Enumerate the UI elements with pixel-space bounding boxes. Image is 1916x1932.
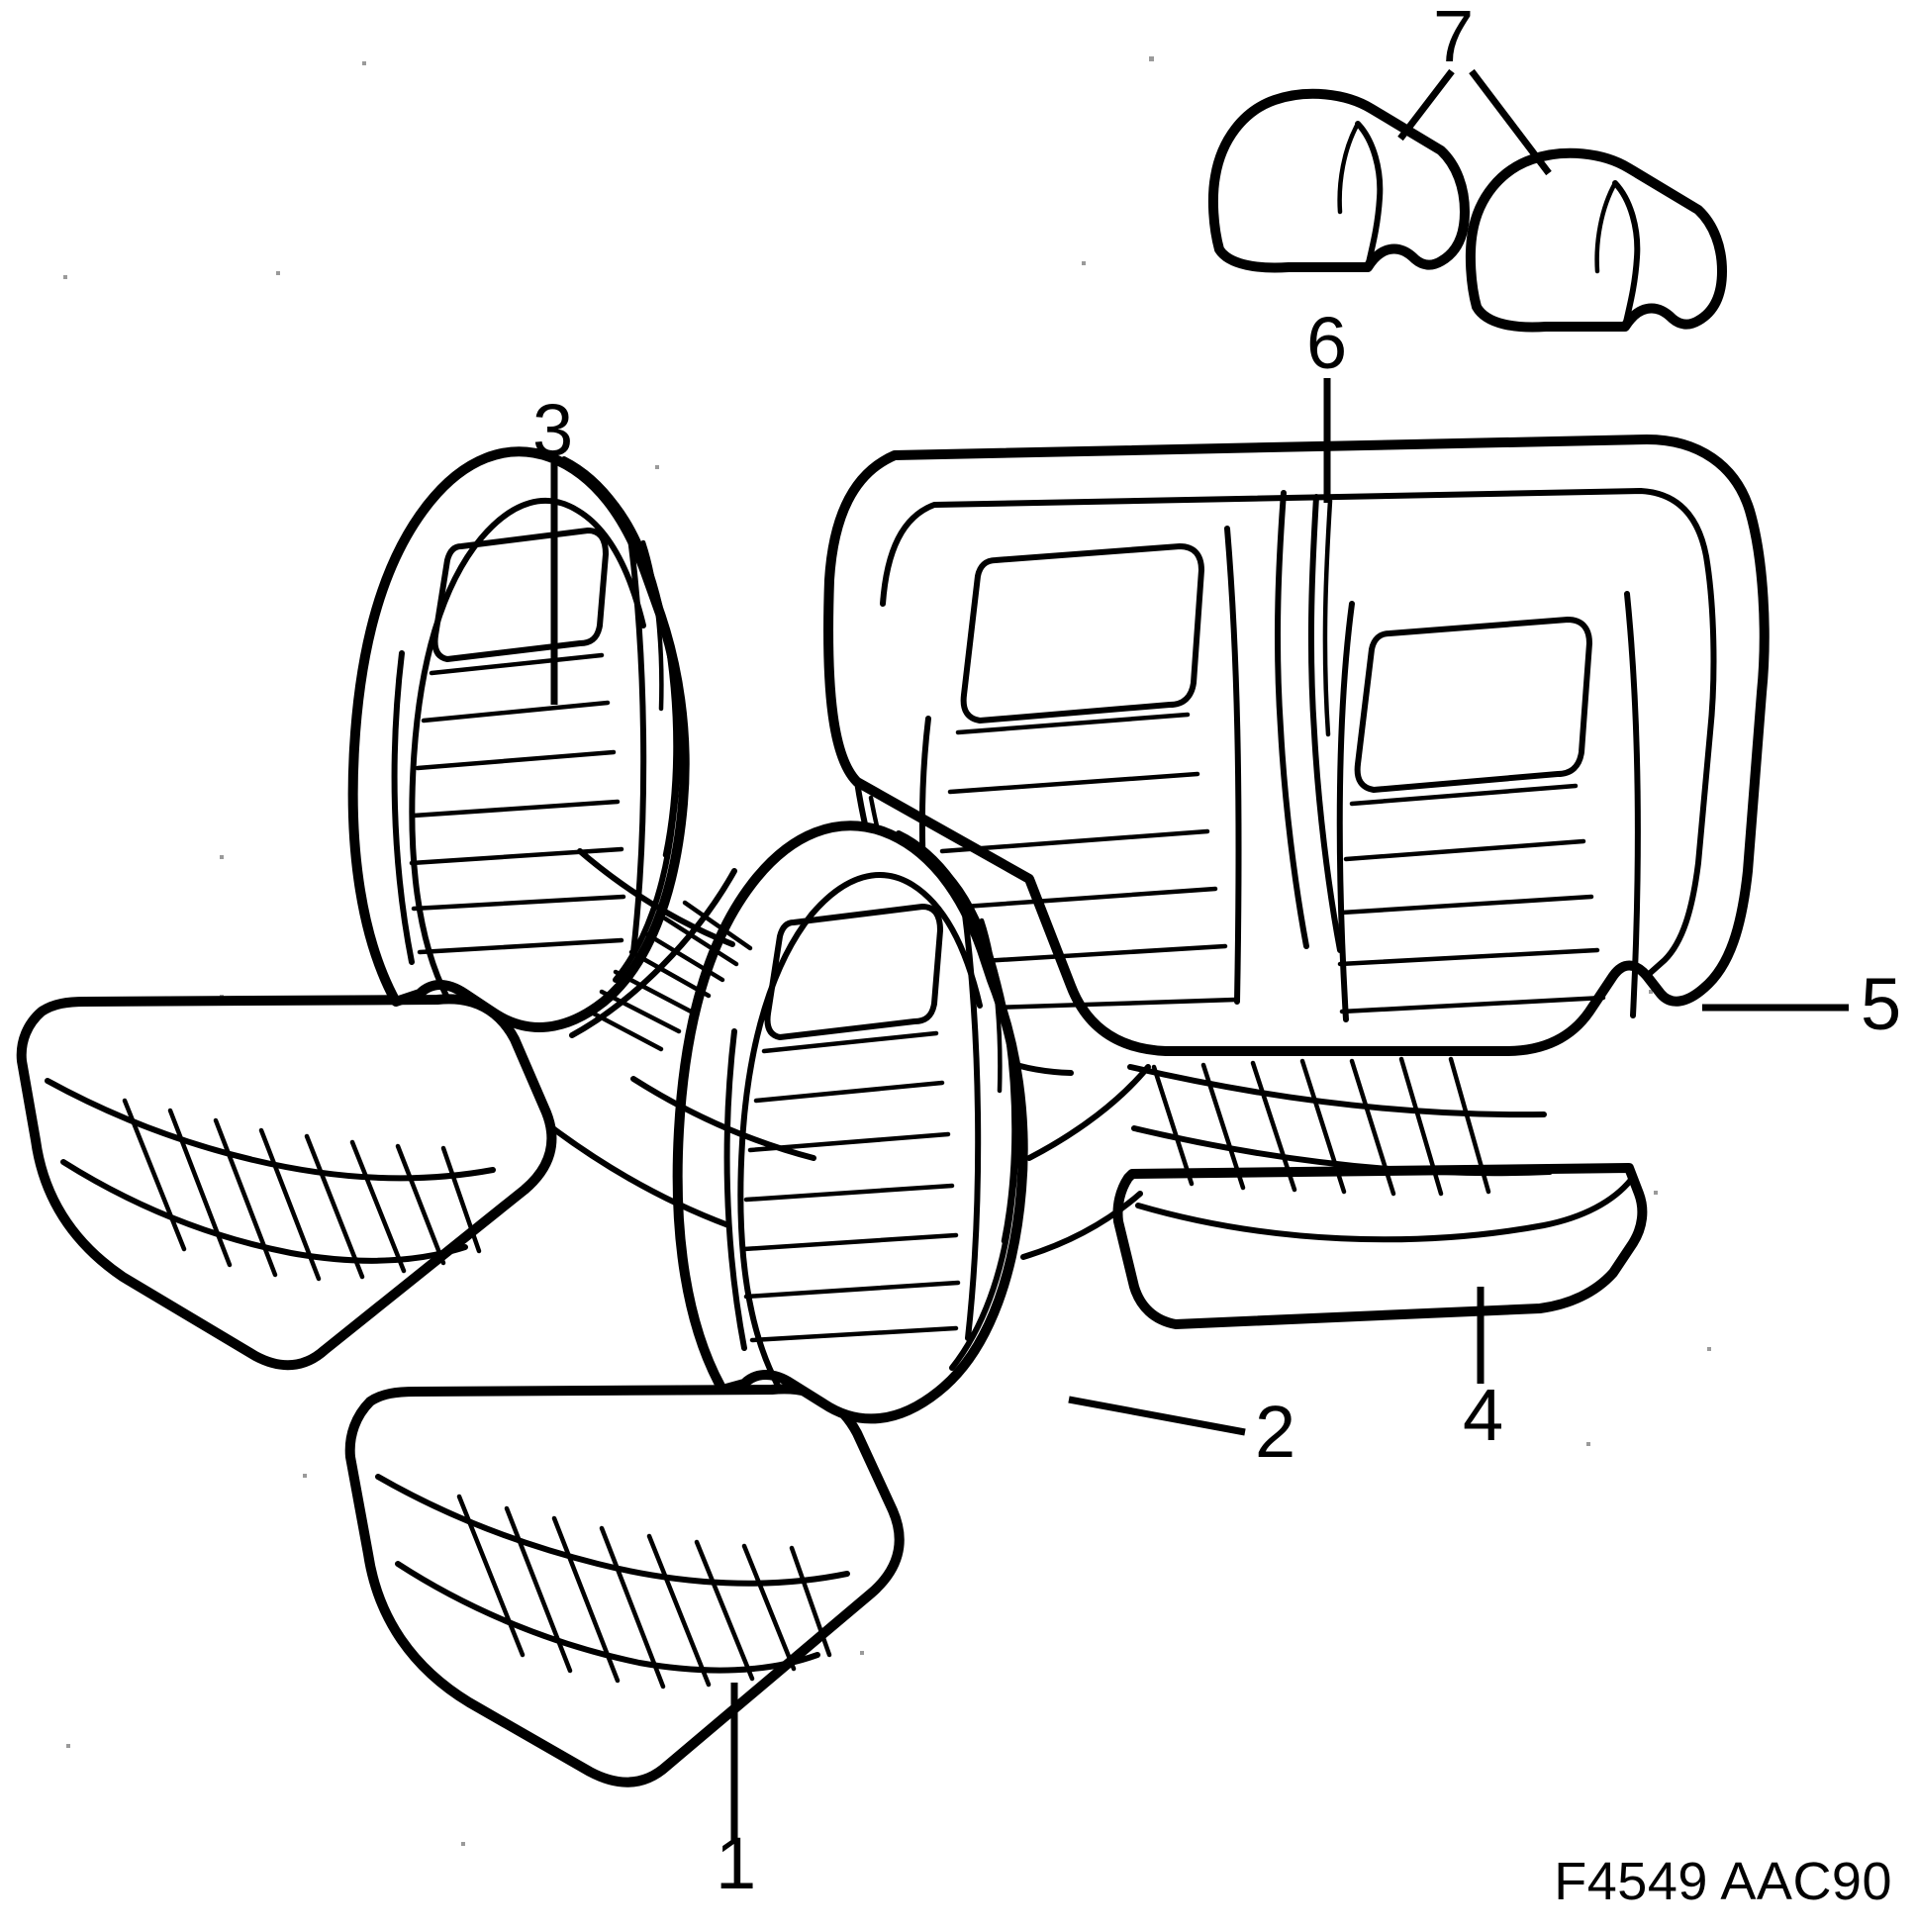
leader-7a xyxy=(1397,68,1455,142)
diagram-caption: F4549 AAC90 xyxy=(1554,1852,1892,1911)
headrest-right xyxy=(1465,147,1727,333)
callout-numbers: 1 2 3 4 5 6 7 xyxy=(532,0,1901,1904)
leader-7b xyxy=(1469,68,1552,176)
callout-4: 4 xyxy=(1463,1374,1503,1456)
callout-1: 1 xyxy=(716,1822,756,1904)
callout-leaders xyxy=(550,68,1849,1843)
front-seat-left xyxy=(16,446,690,1371)
leader-2 xyxy=(1068,1396,1246,1436)
rear-seat xyxy=(823,435,1770,1329)
callout-5: 5 xyxy=(1861,963,1901,1045)
front-seat-right xyxy=(344,821,1151,1787)
callout-6: 6 xyxy=(1306,302,1347,384)
callout-7: 7 xyxy=(1433,0,1474,77)
callout-3: 3 xyxy=(532,389,573,471)
headrest-left xyxy=(1207,88,1470,273)
callout-2: 2 xyxy=(1255,1391,1295,1473)
